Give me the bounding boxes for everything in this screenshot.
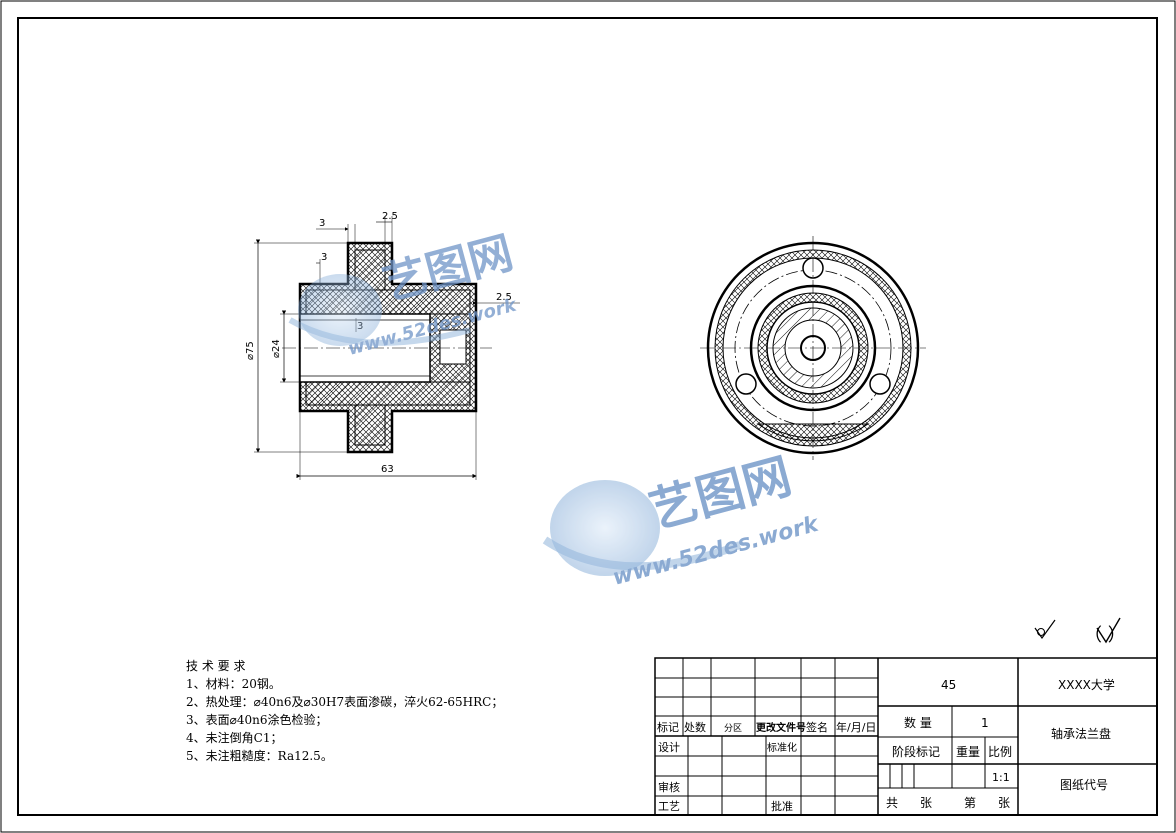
tb-zone: 分区 (724, 723, 742, 734)
technical-requirements: 技 术 要 求 1、材料：20钢。 2、热处理：⌀40n6及⌀30H7表面渗碳，… (186, 657, 503, 765)
tb-drawing-code: 图纸代号 (1060, 778, 1108, 792)
dim-diameter-24: ⌀24 (271, 339, 282, 358)
dim-2-5-top: 2.5 (382, 211, 398, 222)
inner-frame (17, 17, 1158, 816)
tech-item-5: 5、未注粗糙度：Ra12.5。 (186, 749, 333, 763)
tb-part-name: 轴承法兰盘 (1051, 726, 1111, 741)
tb-change-doc: 更改文件号 (756, 721, 806, 734)
tech-item-2: 2、热处理：⌀40n6及⌀30H7表面渗碳，淬火62-65HRC； (186, 695, 504, 709)
tech-item-3: 3、表面⌀40n6涂色检验； (186, 713, 328, 727)
tb-total: 共 (886, 796, 898, 810)
roughness-bracket: （ ） (1084, 625, 1126, 646)
tech-item-1: 1、材料：20钢。 (186, 677, 281, 691)
tb-design: 设计 (658, 741, 680, 754)
tb-approve: 批准 (771, 799, 793, 813)
tb-date: 年/月/日 (836, 720, 876, 734)
tb-quantity-label: 数 量 (904, 715, 932, 730)
end-view (700, 236, 926, 460)
dim-3-top: 3 (319, 218, 325, 229)
dim-3-left: 3 (321, 252, 327, 263)
roughness-symbol: （ ） (1034, 617, 1126, 646)
tb-mark: 标记 (657, 720, 679, 734)
tb-page: 第 (964, 796, 976, 810)
tb-stage-label: 阶段标记 (892, 744, 940, 759)
tb-scale-value: 1:1 (992, 771, 1010, 784)
dim-length-63: 63 (381, 464, 394, 475)
tb-sheet2: 张 (998, 796, 1010, 810)
tb-review: 审核 (658, 780, 680, 794)
tb-school: XXXX大学 (1058, 677, 1115, 692)
tech-item-4: 4、未注倒角C1； (186, 731, 283, 745)
title-block-text: 标记 处数 分区 更改文件号 签名 年/月/日 设计 标准化 审核 工艺 批准 … (657, 677, 1115, 813)
tb-count: 处数 (684, 721, 706, 734)
watermark-2: 艺图网 www.52des.work (542, 448, 822, 591)
tb-signature: 签名 (806, 720, 828, 734)
tb-sheet: 张 (920, 796, 932, 810)
tech-title: 技 术 要 求 (186, 659, 246, 673)
dim-2-5-right: 2.5 (496, 292, 512, 303)
dim-diameter-75: ⌀75 (245, 341, 256, 360)
title-block (654, 657, 1158, 816)
tb-standardize: 标准化 (767, 741, 797, 754)
watermark-1: 艺图网 www.52des.work (288, 227, 519, 360)
tb-process: 工艺 (658, 800, 680, 813)
tb-quantity-value: 1 (981, 716, 989, 730)
tb-scale-label: 比例 (988, 745, 1012, 759)
tb-weight-label: 重量 (956, 745, 980, 759)
tb-material: 45 (941, 678, 956, 692)
